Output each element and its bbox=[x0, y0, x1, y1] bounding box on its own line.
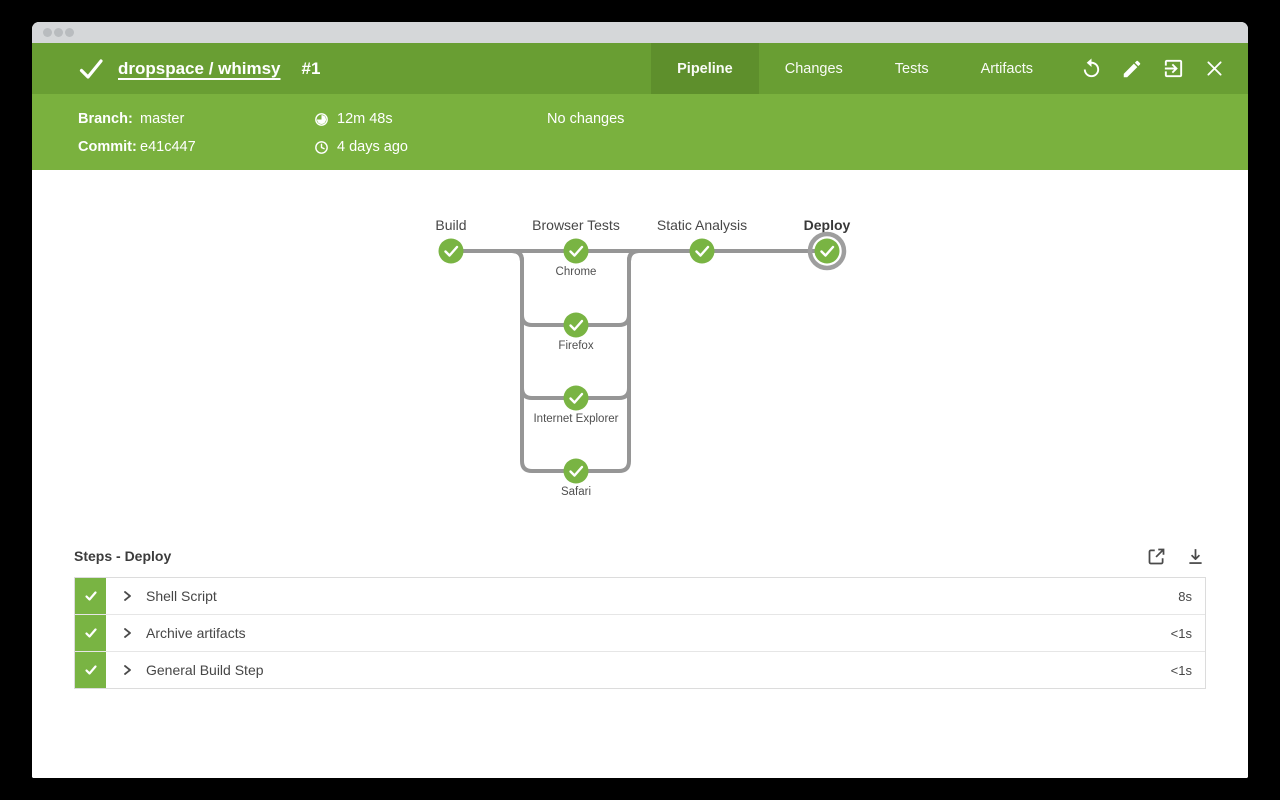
run-header: dropspace / whimsy #1 Pipeline Changes T… bbox=[32, 43, 1248, 94]
stage-label-browser-tests: Browser Tests bbox=[532, 217, 620, 233]
branch-label-internet-explorer: Internet Explorer bbox=[533, 413, 618, 425]
steps-table: Shell Script 8s Archive artifacts <1s bbox=[74, 577, 1206, 689]
step-success-icon bbox=[75, 578, 106, 614]
pipeline-title-link[interactable]: dropspace / whimsy bbox=[118, 58, 281, 78]
step-success-icon bbox=[75, 615, 106, 651]
step-success-icon bbox=[75, 652, 106, 688]
external-link-icon bbox=[1148, 548, 1165, 564]
step-name: General Build Step bbox=[146, 662, 264, 678]
step-row-archive-artifacts[interactable]: Archive artifacts <1s bbox=[75, 615, 1205, 652]
header-actions bbox=[1059, 43, 1248, 94]
stage-label-build: Build bbox=[435, 217, 466, 233]
edit-button[interactable] bbox=[1120, 57, 1144, 81]
changes-summary: No changes bbox=[547, 111, 625, 127]
node-deploy[interactable] bbox=[814, 238, 840, 264]
success-check-icon bbox=[78, 56, 104, 82]
step-row-general-build-step[interactable]: General Build Step <1s bbox=[75, 652, 1205, 688]
tab-tests[interactable]: Tests bbox=[894, 60, 929, 77]
details-row-2: Commit: e41c447 4 days ago bbox=[32, 133, 1248, 161]
tab-artifacts[interactable]: Artifacts bbox=[980, 60, 1033, 77]
run-number: #1 bbox=[301, 58, 321, 78]
details-row-1: Branch: master 12m 48s No changes bbox=[32, 105, 1248, 133]
run-duration: 12m 48s bbox=[337, 111, 393, 127]
close-button[interactable] bbox=[1202, 57, 1226, 81]
commit-value: e41c447 bbox=[140, 139, 196, 155]
window-control-dot[interactable] bbox=[54, 28, 63, 37]
stage-label-static-analysis: Static Analysis bbox=[657, 217, 747, 233]
clock-icon bbox=[313, 139, 330, 156]
app-window: dropspace / whimsy #1 Pipeline Changes T… bbox=[32, 22, 1248, 778]
window-titlebar bbox=[32, 22, 1248, 43]
node-internet-explorer[interactable] bbox=[563, 385, 589, 411]
step-row-shell-script[interactable]: Shell Script 8s bbox=[75, 578, 1205, 615]
tab-pipeline[interactable]: Pipeline bbox=[651, 43, 759, 94]
branch-label-chrome: Chrome bbox=[556, 266, 597, 278]
step-name: Archive artifacts bbox=[146, 625, 246, 641]
run-tabs: Pipeline Changes Tests Artifacts bbox=[651, 43, 1059, 94]
download-log-button[interactable] bbox=[1185, 546, 1206, 567]
pencil-icon bbox=[1123, 60, 1141, 77]
completed-time: 4 days ago bbox=[337, 139, 408, 155]
node-build[interactable] bbox=[438, 238, 464, 264]
steps-header: Steps - Deploy bbox=[74, 544, 1206, 568]
window-control-dot[interactable] bbox=[43, 28, 52, 37]
step-name: Shell Script bbox=[146, 588, 217, 604]
node-chrome[interactable] bbox=[563, 238, 589, 264]
chevron-right-icon[interactable] bbox=[121, 652, 133, 688]
rerun-button[interactable] bbox=[1079, 57, 1103, 81]
node-static-analysis[interactable] bbox=[689, 238, 715, 264]
step-duration: <1s bbox=[1170, 625, 1192, 641]
go-to-classic-button[interactable] bbox=[1161, 57, 1185, 81]
open-in-new-button[interactable] bbox=[1146, 546, 1167, 567]
branch-value: master bbox=[140, 111, 185, 127]
tab-changes[interactable]: Changes bbox=[784, 60, 843, 77]
commit-label: Commit: bbox=[78, 139, 137, 155]
duration-icon bbox=[313, 111, 330, 128]
steps-section: Steps - Deploy bbox=[74, 544, 1206, 689]
step-duration: <1s bbox=[1170, 662, 1192, 678]
download-icon bbox=[1189, 548, 1202, 564]
close-icon bbox=[1206, 61, 1222, 76]
window-control-dot[interactable] bbox=[65, 28, 74, 37]
node-firefox[interactable] bbox=[563, 312, 589, 338]
run-title-group: dropspace / whimsy #1 bbox=[32, 43, 320, 94]
stage-label-deploy: Deploy bbox=[804, 217, 851, 233]
exit-to-app-icon bbox=[1164, 59, 1182, 78]
rerun-icon bbox=[1083, 58, 1099, 78]
selected-node-ring bbox=[807, 231, 847, 271]
pipeline-connectors bbox=[451, 249, 827, 473]
steps-heading: Steps - Deploy bbox=[74, 548, 172, 564]
branch-label-safari: Safari bbox=[561, 486, 591, 498]
pipeline-content: Build Browser Tests Static Analysis Depl… bbox=[32, 170, 1248, 778]
branch-label: Branch: bbox=[78, 111, 133, 127]
chevron-right-icon[interactable] bbox=[121, 615, 133, 651]
pipeline-graph: Build Browser Tests Static Analysis Depl… bbox=[435, 217, 851, 498]
node-safari[interactable] bbox=[563, 458, 589, 484]
step-duration: 8s bbox=[1178, 588, 1192, 604]
branch-label-firefox: Firefox bbox=[558, 340, 593, 352]
chevron-right-icon[interactable] bbox=[121, 578, 133, 614]
run-details-bar: Branch: master 12m 48s No changes Commit… bbox=[32, 94, 1248, 170]
